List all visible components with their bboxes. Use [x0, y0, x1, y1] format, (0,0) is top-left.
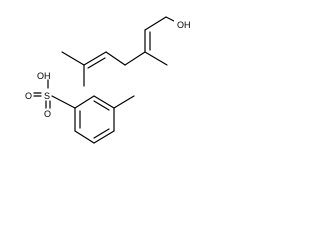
bond — [124, 51, 146, 66]
bond — [144, 16, 167, 31]
ring-inner-bond — [93, 100, 110, 111]
geraniol-hydroxyl-label: OH — [177, 20, 191, 30]
bond — [144, 51, 168, 66]
chemical-structure-diagram: OH S OH O O — [0, 0, 207, 153]
bond — [105, 51, 126, 66]
double-bond — [83, 51, 107, 66]
sulfur-label: S — [44, 91, 50, 101]
tosic-acid-structure: S OH O O — [25, 71, 135, 144]
double-bond — [87, 57, 106, 69]
ring-inner-bond — [93, 128, 110, 139]
atom-label-background — [174, 18, 192, 30]
oxygen-label-bottom: O — [44, 109, 51, 119]
ring-bond — [93, 130, 115, 144]
ring-sulfur-bond — [51, 95, 76, 109]
structure-canvas: OH S OH O O — [25, 16, 192, 144]
bond — [61, 51, 85, 66]
ring-bond — [74, 130, 95, 144]
methyl-bond — [113, 95, 135, 109]
ring-bond — [93, 95, 115, 109]
geraniol-structure: OH — [61, 16, 192, 87]
ring-bond — [74, 95, 95, 109]
oxygen-label-left: O — [25, 91, 32, 101]
sulfonic-hydroxyl-label: OH — [37, 71, 51, 81]
